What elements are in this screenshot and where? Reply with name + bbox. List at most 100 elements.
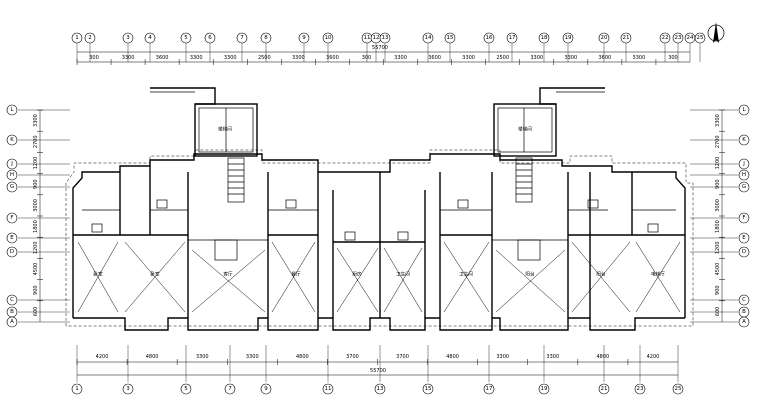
axis-label-bottom: 9 — [264, 386, 268, 392]
room-label: 楼梯间 — [218, 126, 232, 133]
dim-right-segment: 1800 — [715, 220, 721, 233]
axis-label-top: 6 — [208, 35, 212, 41]
axis-bubble-left — [6, 212, 18, 224]
dim-left-segment: 1200 — [33, 157, 39, 170]
axis-bubble-top — [379, 32, 391, 44]
axis-bubble-top — [538, 32, 550, 44]
axis-label-right: K — [742, 137, 746, 143]
stair-tower-right — [493, 87, 605, 157]
room-label: 厨房 — [352, 271, 362, 278]
axis-bubble-top — [180, 32, 192, 44]
axis-bubble-bottom — [422, 383, 434, 395]
axis-label-top: 16 — [486, 35, 493, 41]
axis-label-bottom: 5 — [184, 386, 188, 392]
axis-bubble-top — [620, 32, 632, 44]
room-label: 阳台 — [596, 271, 606, 278]
axis-label-top: 10 — [325, 35, 332, 41]
dim-top-segment: 3300 — [530, 55, 543, 61]
dim-bottom-segment: 3700 — [396, 354, 409, 360]
axis-label-top: 4 — [148, 35, 152, 41]
axis-bubble-top — [506, 32, 518, 44]
axis-bubble-left — [6, 316, 18, 328]
axis-bubble-left — [6, 104, 18, 116]
axis-label-bottom: 19 — [541, 386, 548, 392]
axis-label-left: F — [10, 215, 13, 221]
axis-bubble-top — [236, 32, 248, 44]
axis-label-bottom: 17 — [486, 386, 493, 392]
dim-top-segment: 300 — [89, 55, 99, 61]
axis-bubble-left — [6, 169, 18, 181]
dim-top-segment: 2500 — [496, 55, 509, 61]
axis-bubble-right — [738, 181, 750, 193]
axis-bubble-top — [322, 32, 334, 44]
axis-label-top: 24 — [687, 35, 694, 41]
axis-bubble-right — [738, 212, 750, 224]
dim-left-segment: 3000 — [33, 199, 39, 212]
dim-top-segment: 3300 — [394, 55, 407, 61]
axis-bubble-top — [144, 32, 156, 44]
dim-top-segment: 3300 — [633, 55, 646, 61]
axis-label-top: 3 — [126, 35, 130, 41]
axis-label-top: 21 — [623, 35, 630, 41]
room-label: 卫生间 — [396, 271, 410, 278]
dim-left-segment: 1800 — [33, 220, 39, 233]
fixtures — [91, 199, 659, 241]
room-label: 卧室 — [150, 271, 160, 278]
axis-label-top: 11 — [364, 35, 371, 41]
axis-label-top: 2 — [88, 35, 92, 41]
dim-left-segment: 2700 — [33, 135, 39, 148]
axis-bubble-bottom — [598, 383, 610, 395]
axis-label-bottom: 21 — [601, 386, 608, 392]
axis-bubble-bottom — [260, 383, 272, 395]
room-label: 卫生间 — [459, 271, 473, 278]
interior-walls — [73, 166, 685, 318]
axis-label-right: C — [742, 297, 746, 303]
axis-label-bottom: 1 — [75, 386, 79, 392]
axis-bubble-top — [260, 32, 272, 44]
dim-right-segment: 4500 — [715, 263, 721, 276]
dim-top-segment: 3600 — [156, 55, 169, 61]
axis-bubble-right — [738, 158, 750, 170]
axis-label-bottom: 15 — [425, 386, 432, 392]
axis-label-left: H — [10, 172, 14, 178]
axis-label-bottom: 25 — [675, 386, 682, 392]
axis-bubble-right — [738, 169, 750, 181]
dim-right-segment: 600 — [715, 307, 721, 317]
dim-right-segment: 2700 — [715, 135, 721, 148]
axis-label-top: 22 — [662, 35, 669, 41]
axis-label-top: 17 — [509, 35, 516, 41]
axis-bubble-left — [6, 134, 18, 146]
axis-bubble-bottom — [374, 383, 386, 395]
axis-bubble-top — [659, 32, 671, 44]
axis-bubble-top — [422, 32, 434, 44]
axis-bubble-top — [204, 32, 216, 44]
dim-top-segment: 3300 — [292, 55, 305, 61]
dim-right-segment: 900 — [715, 285, 721, 295]
dim-right-segment: 900 — [715, 179, 721, 189]
axis-bubble-top — [672, 32, 684, 44]
axis-label-top: 14 — [425, 35, 432, 41]
dim-right-segment: 3000 — [715, 199, 721, 212]
axis-label-left: A — [10, 319, 14, 325]
room-label: 阳台 — [525, 271, 535, 278]
axis-label-bottom: 13 — [377, 386, 384, 392]
axis-label-top: 20 — [601, 35, 608, 41]
axis-label-left: D — [10, 249, 14, 255]
dim-bottom-segment: 4800 — [296, 354, 309, 360]
axis-bubble-bottom — [672, 383, 684, 395]
dim-bottom-segment: 3300 — [546, 354, 559, 360]
room-diagonals — [77, 241, 681, 313]
dim-left-segment: 600 — [33, 307, 39, 317]
axis-bubble-top — [122, 32, 134, 44]
axis-label-right: D — [742, 249, 746, 255]
axis-bubble-left — [6, 158, 18, 170]
dim-right-segment: 1200 — [715, 157, 721, 170]
axis-label-left: L — [10, 107, 14, 113]
dim-bottom-overall: 55700 — [370, 368, 386, 374]
axis-bubble-top — [598, 32, 610, 44]
axis-label-left: G — [10, 184, 14, 190]
axis-bubble-right — [738, 232, 750, 244]
axis-label-right: J — [742, 161, 745, 167]
axis-bubble-bottom — [634, 383, 646, 395]
